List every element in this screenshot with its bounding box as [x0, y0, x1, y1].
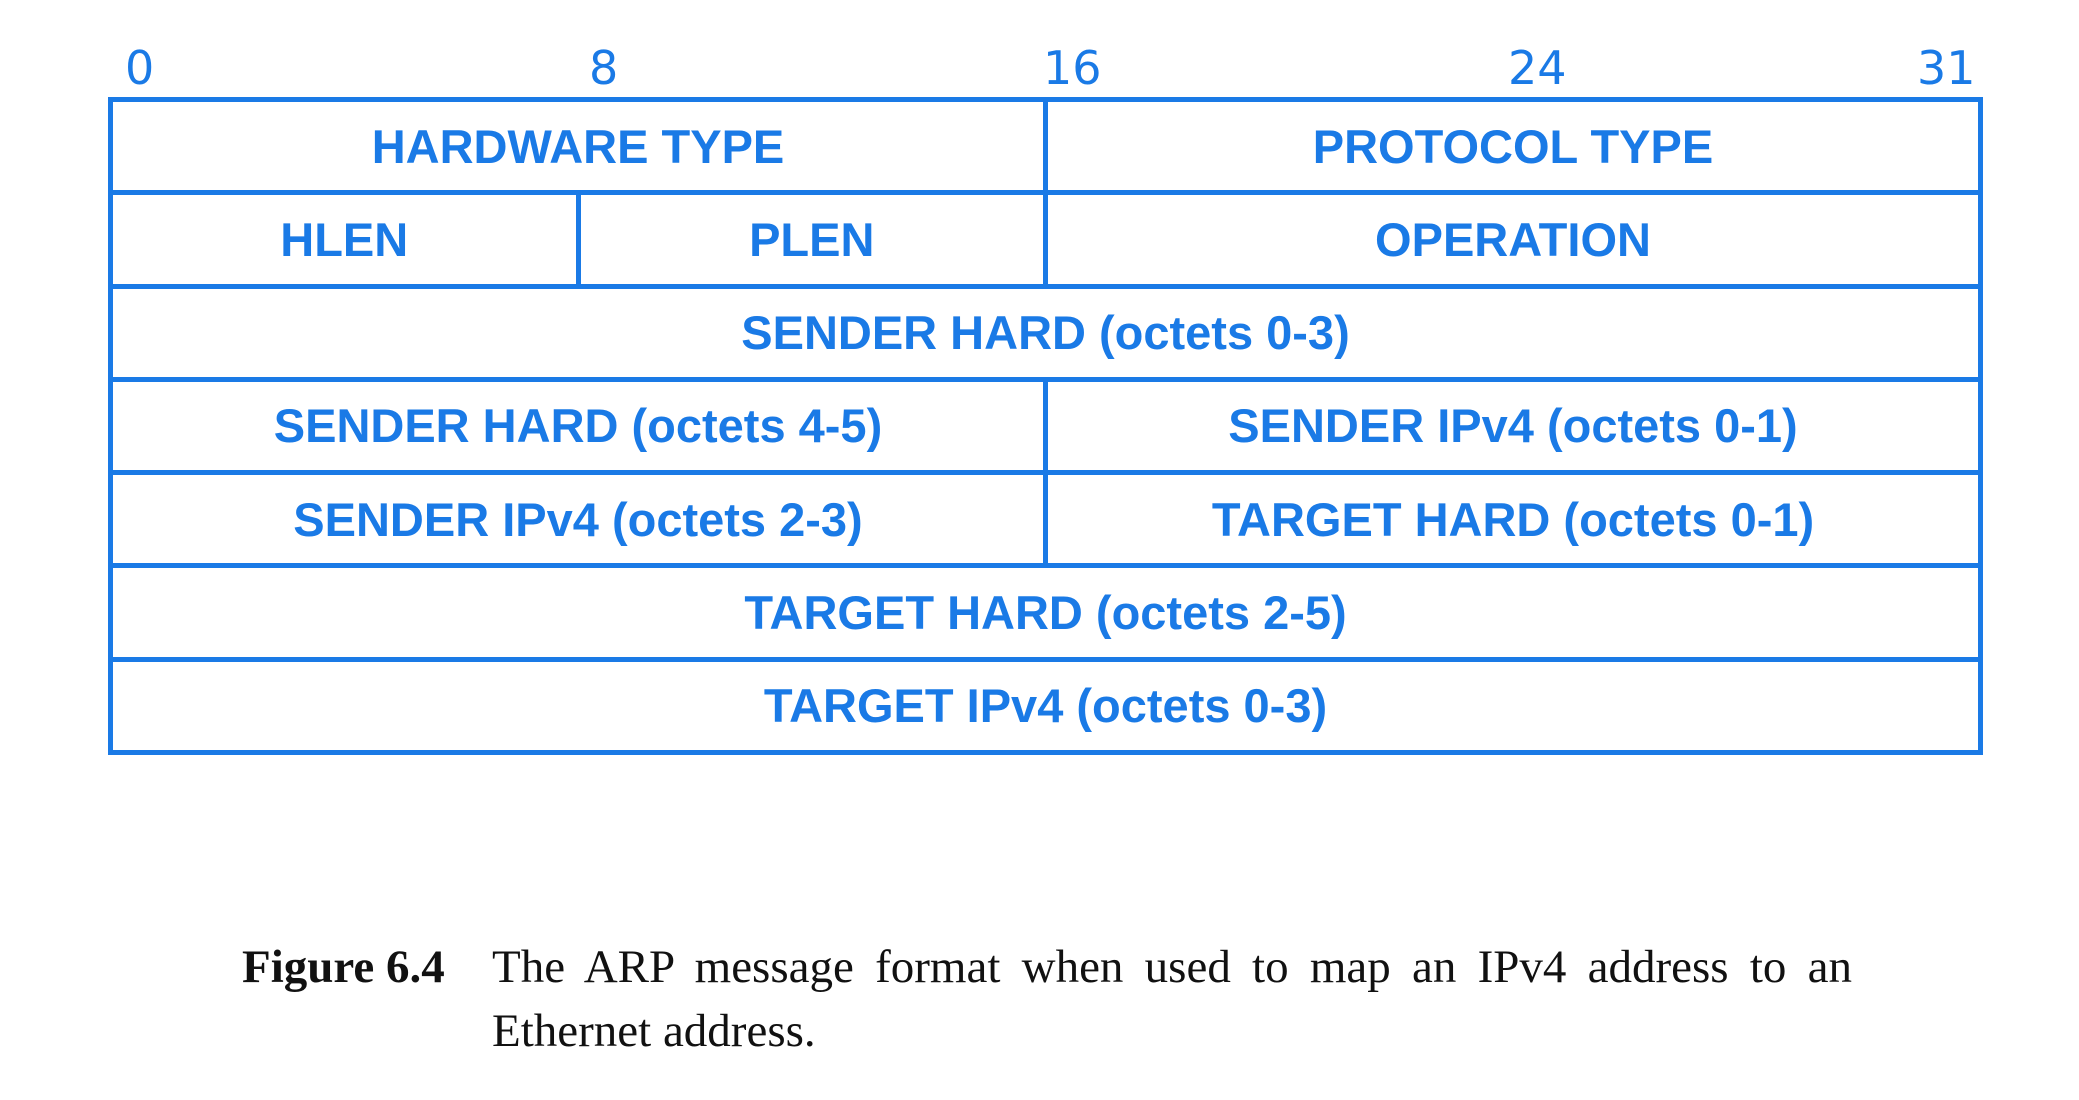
field-sender-hard-4-5: SENDER HARD (octets 4-5): [108, 376, 1048, 476]
table-row: SENDER HARD (octets 4-5) SENDER IPv4 (oc…: [108, 376, 1983, 476]
field-hlen: HLEN: [108, 190, 581, 289]
field-target-hard-0-1: TARGET HARD (octets 0-1): [1043, 470, 1983, 569]
figure-caption: Figure 6.4 The ARP message format when u…: [242, 935, 1852, 1063]
field-protocol-type: PROTOCOL TYPE: [1043, 96, 1983, 196]
bit-label-0: 0: [125, 41, 155, 95]
bit-label-8: 8: [589, 41, 619, 95]
table-row: SENDER IPv4 (octets 2-3) TARGET HARD (oc…: [108, 470, 1983, 569]
arp-message-format-table: HARDWARE TYPE PROTOCOL TYPE HLEN PLEN OP…: [108, 96, 1983, 756]
field-hardware-type: HARDWARE TYPE: [108, 96, 1048, 196]
field-sender-ipv4-0-1: SENDER IPv4 (octets 0-1): [1043, 376, 1983, 476]
field-plen: PLEN: [575, 190, 1048, 289]
table-row: TARGET HARD (octets 2-5): [108, 563, 1983, 662]
field-sender-hard-0-3: SENDER HARD (octets 0-3): [108, 283, 1983, 382]
table-row: HLEN PLEN OPERATION: [108, 190, 1983, 289]
field-target-hard-2-5: TARGET HARD (octets 2-5): [108, 563, 1983, 662]
bit-position-ruler: 0 8 16 24 31: [0, 0, 2079, 100]
table-row: SENDER HARD (octets 0-3): [108, 283, 1983, 382]
figure-caption-text: The ARP message format when used to map …: [492, 941, 1852, 1057]
bit-label-16: 16: [1043, 41, 1102, 95]
bit-label-31: 31: [1917, 41, 1976, 95]
field-target-ipv4-0-3: TARGET IPv4 (octets 0-3): [108, 656, 1983, 756]
table-row: TARGET IPv4 (octets 0-3): [108, 656, 1983, 756]
field-operation: OPERATION: [1043, 190, 1983, 289]
bit-label-24: 24: [1508, 41, 1567, 95]
table-row: HARDWARE TYPE PROTOCOL TYPE: [108, 96, 1983, 196]
figure-caption-label: Figure 6.4: [242, 941, 445, 993]
field-sender-ipv4-2-3: SENDER IPv4 (octets 2-3): [108, 470, 1048, 569]
